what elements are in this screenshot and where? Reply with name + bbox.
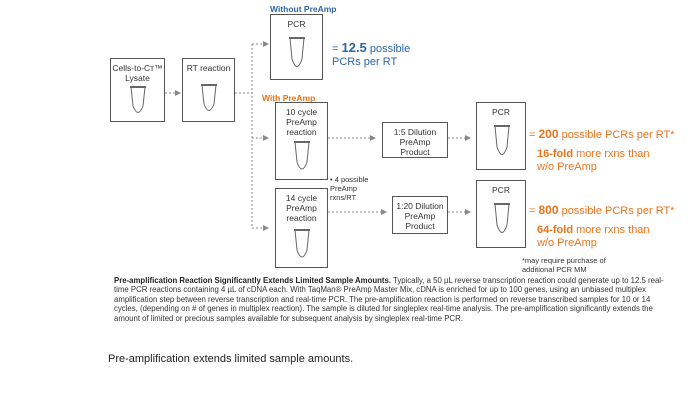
rt-reaction-box: RT reaction [182, 58, 235, 122]
result-without-preamp: = 12.5 possible PCRs per RT [332, 41, 410, 69]
description-body: Typically, a 50 µL reverse transcription… [114, 276, 664, 323]
result-mid-fold-rest: more rxns than [573, 148, 650, 160]
rt-reaction-label: RT reaction [186, 63, 231, 73]
result-mid-line3: w/o PreAmp [537, 161, 597, 173]
figure-description: Pre-amplification Reaction Significantly… [114, 276, 676, 323]
pcr-mid-box: PCR [476, 102, 526, 170]
result-bot-fold: 64-fold [537, 224, 574, 236]
result-bot-line3: w/o PreAmp [537, 237, 597, 249]
tube-icon [494, 203, 510, 233]
pcr-top-box: PCR [270, 14, 323, 80]
pcr-bot-label: PCR [492, 185, 510, 195]
result-mid-value: 200 [538, 127, 559, 141]
result-bot-suffix: possible PCRs per RT* [558, 205, 675, 217]
result-bot-value: 800 [538, 203, 559, 217]
figure-caption: Pre-amplification extends limited sample… [108, 353, 354, 365]
cycle14-box: 14 cycle PreAmp reaction [275, 188, 328, 268]
pcr-top-label: PCR [287, 19, 306, 29]
result-14-cycle: = 800 possible PCRs per RT* 64-fold more… [529, 204, 674, 250]
result-bot-prefix: = [529, 205, 539, 217]
cycle10-label: 10 cycle PreAmp reaction [285, 107, 318, 137]
pcr-bot-box: PCR [476, 180, 526, 248]
result-mid-suffix: possible PCRs per RT* [558, 129, 675, 141]
tube-icon [294, 141, 310, 170]
result-mid-prefix: = [529, 129, 539, 141]
result-bot-fold-rest: more rxns than [573, 224, 650, 236]
result-top-suffix: possible [366, 43, 411, 55]
result-mid-fold: 16-fold [537, 148, 574, 160]
header-without-preamp: Without PreAmp [270, 4, 337, 14]
result-top-value: 12.5 [341, 40, 367, 55]
dilution-1-5-label: 1:5 Dilution PreAmp Product [393, 127, 437, 157]
result-top-line2: PCRs per RT [332, 56, 398, 68]
tube-icon [494, 125, 510, 155]
header-with-preamp: With PreAmp [262, 93, 316, 103]
result-top-prefix: = [332, 43, 342, 55]
cycle14-label: 14 cycle PreAmp reaction [285, 193, 318, 223]
preamp-rxns-note: • 4 possible PreAmp rxns/RT [330, 175, 369, 202]
tube-icon [289, 37, 305, 67]
pcr-mid-label: PCR [492, 107, 510, 117]
tube-icon [201, 84, 217, 111]
tube-icon [294, 229, 310, 258]
description-title: Pre-amplification Reaction Significantly… [114, 276, 391, 285]
dilution-1-5-box: 1:5 Dilution PreAmp Product [382, 122, 448, 158]
purchase-note: *may require purchase of additional PCR … [522, 256, 606, 274]
lysate-box: Cells-to-Cᴛ™ Lysate [110, 58, 165, 122]
tube-icon [130, 86, 146, 113]
cycle10-box: 10 cycle PreAmp reaction [275, 102, 328, 180]
result-10-cycle: = 200 possible PCRs per RT* 16-fold more… [529, 128, 674, 174]
dilution-1-20-box: 1:20 Dilution PreAmp Product [392, 196, 448, 234]
dilution-1-20-label: 1:20 Dilution PreAmp Product [396, 201, 444, 231]
lysate-label: Cells-to-Cᴛ™ Lysate [112, 63, 163, 83]
